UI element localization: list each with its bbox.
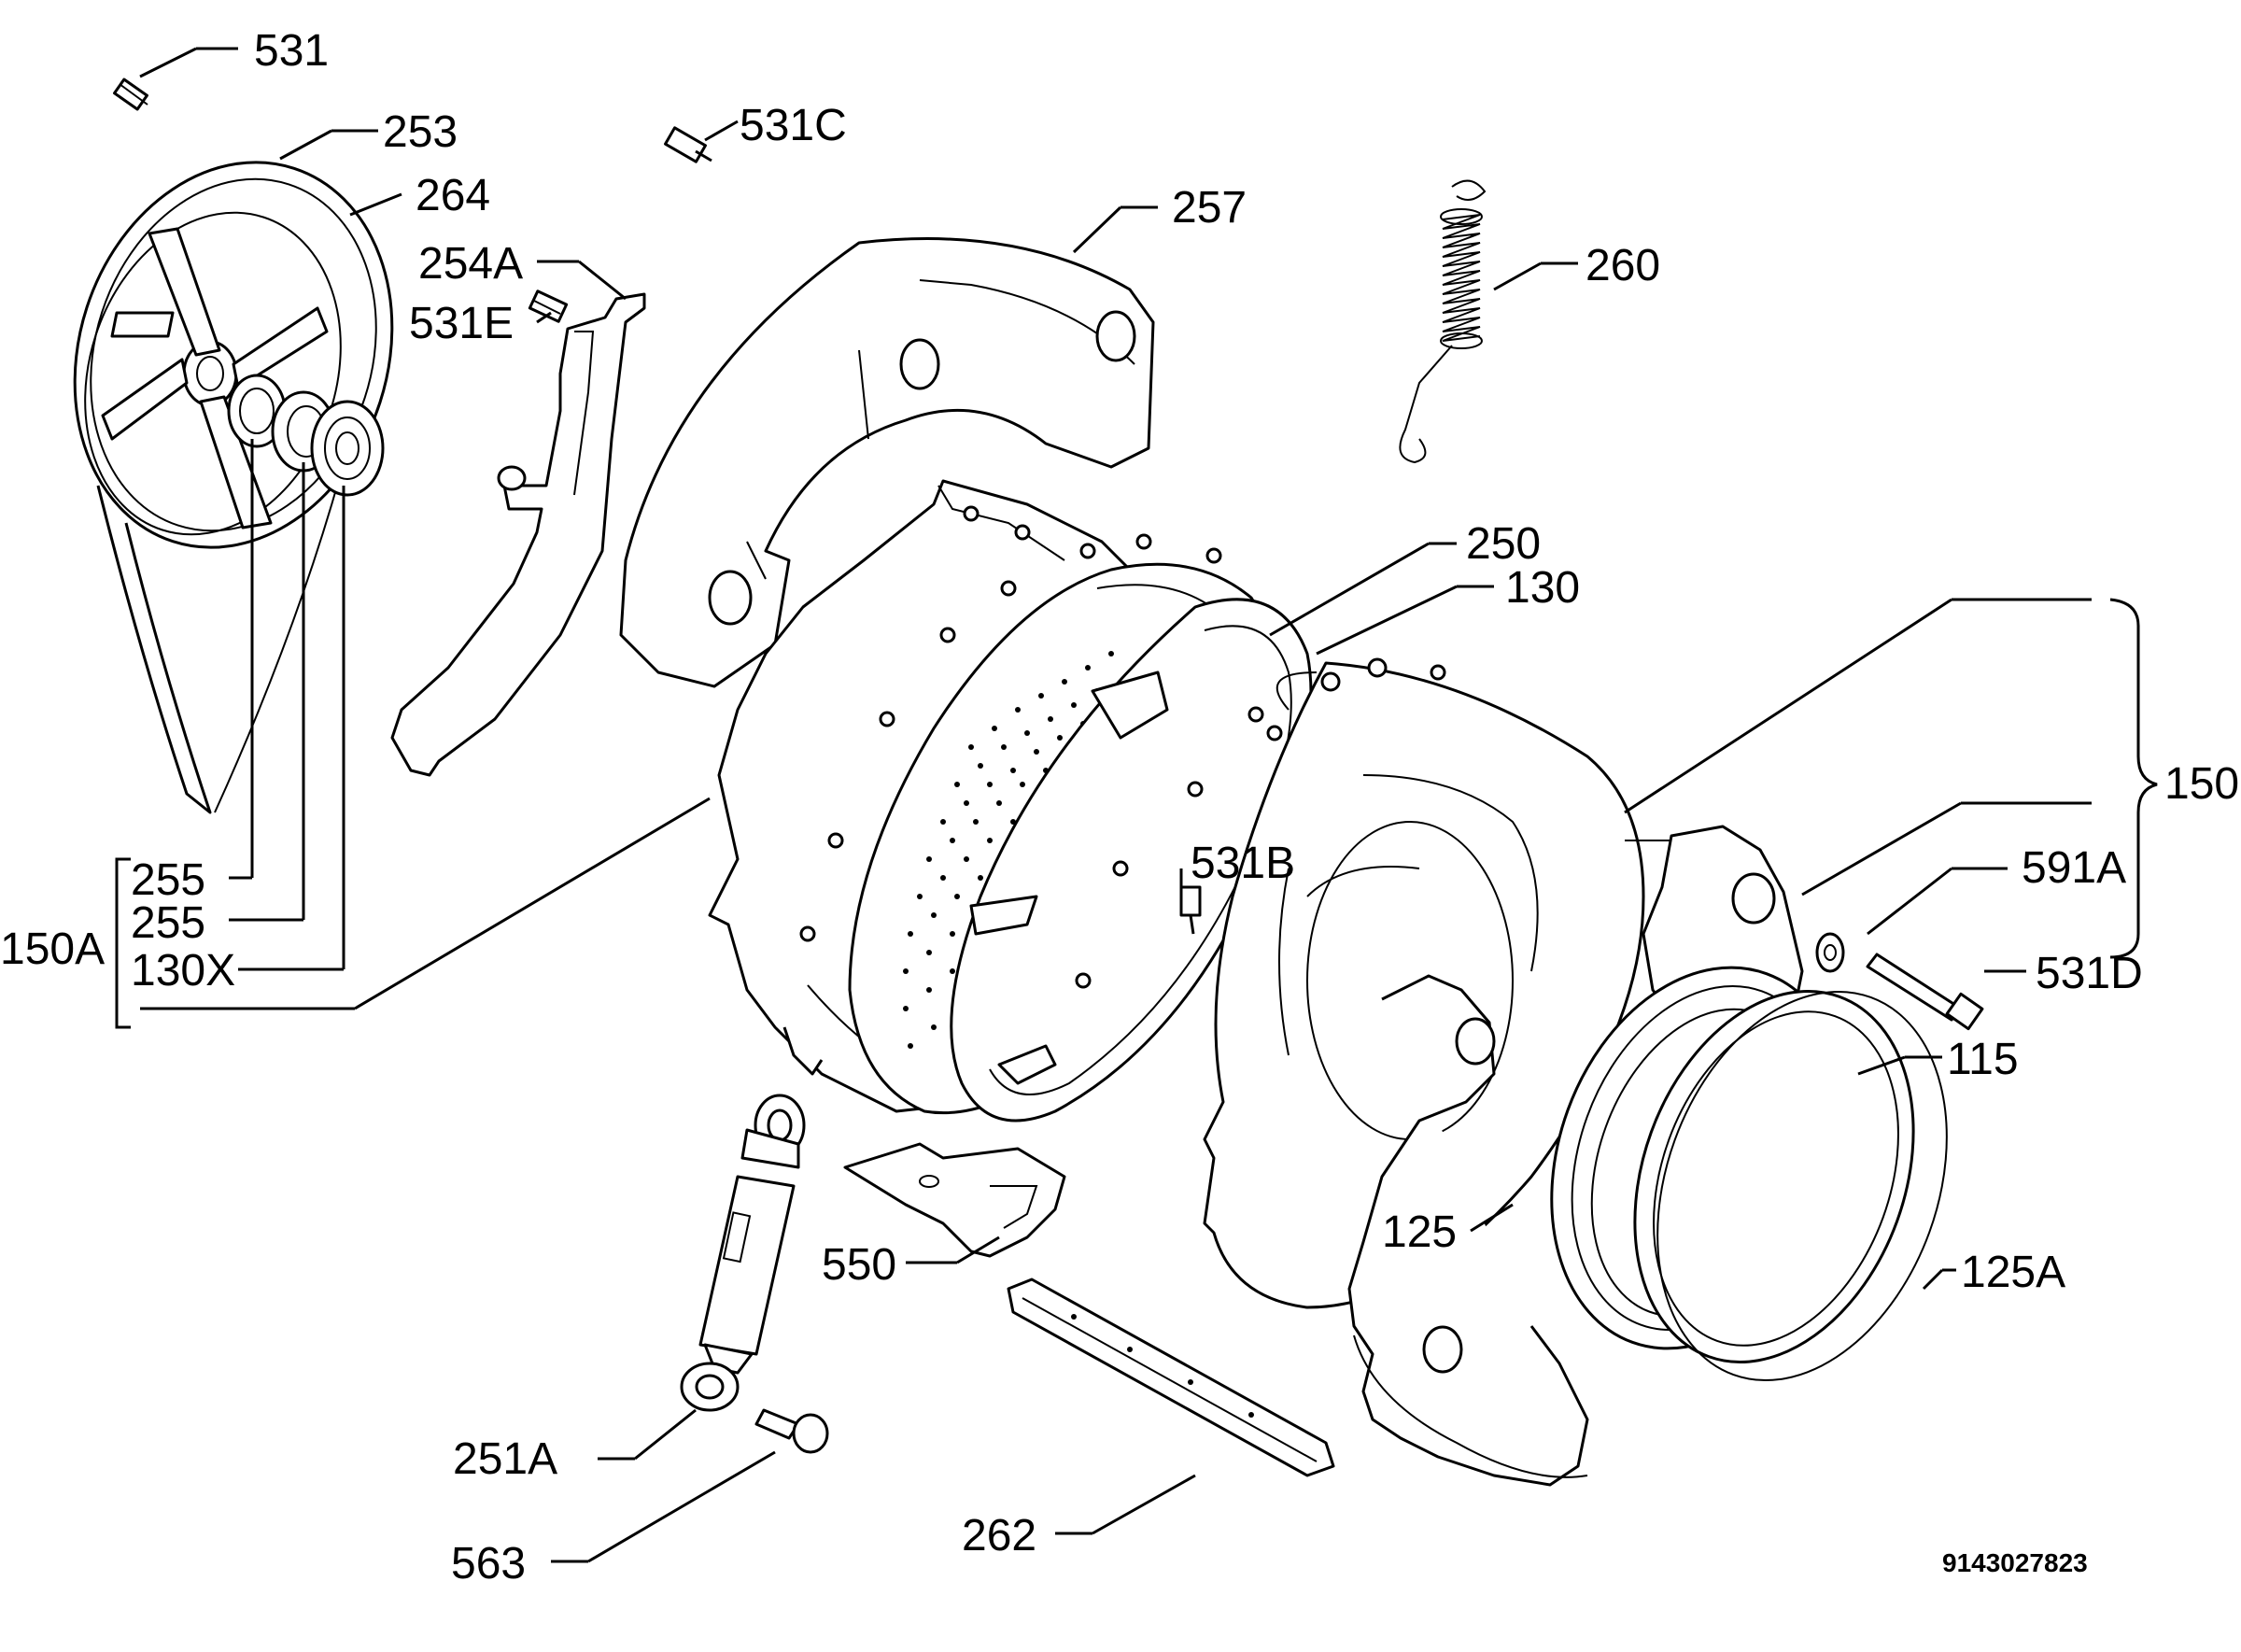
bolt-563 <box>754 1408 829 1454</box>
label-264: 264 <box>416 171 490 220</box>
label-531e: 531E <box>409 299 514 348</box>
label-130x: 130X <box>131 946 235 995</box>
label-260: 260 <box>1586 241 1660 290</box>
bolt-531d <box>1866 953 1984 1031</box>
label-531: 531 <box>254 26 329 76</box>
label-130: 130 <box>1505 563 1580 613</box>
label-531c: 531C <box>740 101 847 150</box>
shock-absorber-251a <box>680 1094 806 1412</box>
tub-studs <box>799 505 1222 942</box>
screw-531c <box>664 126 712 163</box>
label-251a: 251A <box>453 1434 557 1484</box>
spring-260 <box>1399 179 1487 464</box>
label-125a: 125A <box>1961 1248 2065 1297</box>
screw-531b <box>1179 885 1202 935</box>
clamp-ring-125a <box>1656 990 1948 1382</box>
screw-531 <box>113 78 148 111</box>
label-115: 115 <box>1947 1035 2019 1084</box>
label-563: 563 <box>451 1539 526 1588</box>
label-255-lower: 255 <box>131 898 205 948</box>
label-255-upper: 255 <box>131 855 205 905</box>
bracket-254a <box>390 292 646 777</box>
screw-531e <box>528 289 569 323</box>
label-125: 125 <box>1382 1207 1457 1257</box>
label-262: 262 <box>962 1511 1036 1560</box>
label-531b: 531B <box>1191 839 1295 888</box>
front-tub-studs <box>1075 657 1446 989</box>
label-531d: 531D <box>2036 949 2143 998</box>
label-257: 257 <box>1172 183 1247 233</box>
label-253: 253 <box>383 107 458 157</box>
part-labels: 531 253 264 531C 257 254A 531E 260 250 1… <box>0 26 2239 1588</box>
baffle-262 <box>1007 1278 1335 1477</box>
bearing-set <box>227 374 385 497</box>
washer-591a <box>1815 932 1845 973</box>
drum-perforations <box>903 651 1114 1049</box>
cover-550 <box>843 1142 1066 1258</box>
label-150a: 150A <box>0 925 105 974</box>
label-550: 550 <box>822 1240 896 1290</box>
document-number: 9143027823 <box>1942 1548 2088 1577</box>
door-seal-115 <box>1550 966 1915 1363</box>
leader-lines <box>115 47 2158 1563</box>
label-254a: 254A <box>418 239 523 289</box>
label-250: 250 <box>1466 519 1541 569</box>
label-591a: 591A <box>2022 843 2126 893</box>
label-150: 150 <box>2164 759 2239 809</box>
counterweight-257 <box>619 237 1155 688</box>
